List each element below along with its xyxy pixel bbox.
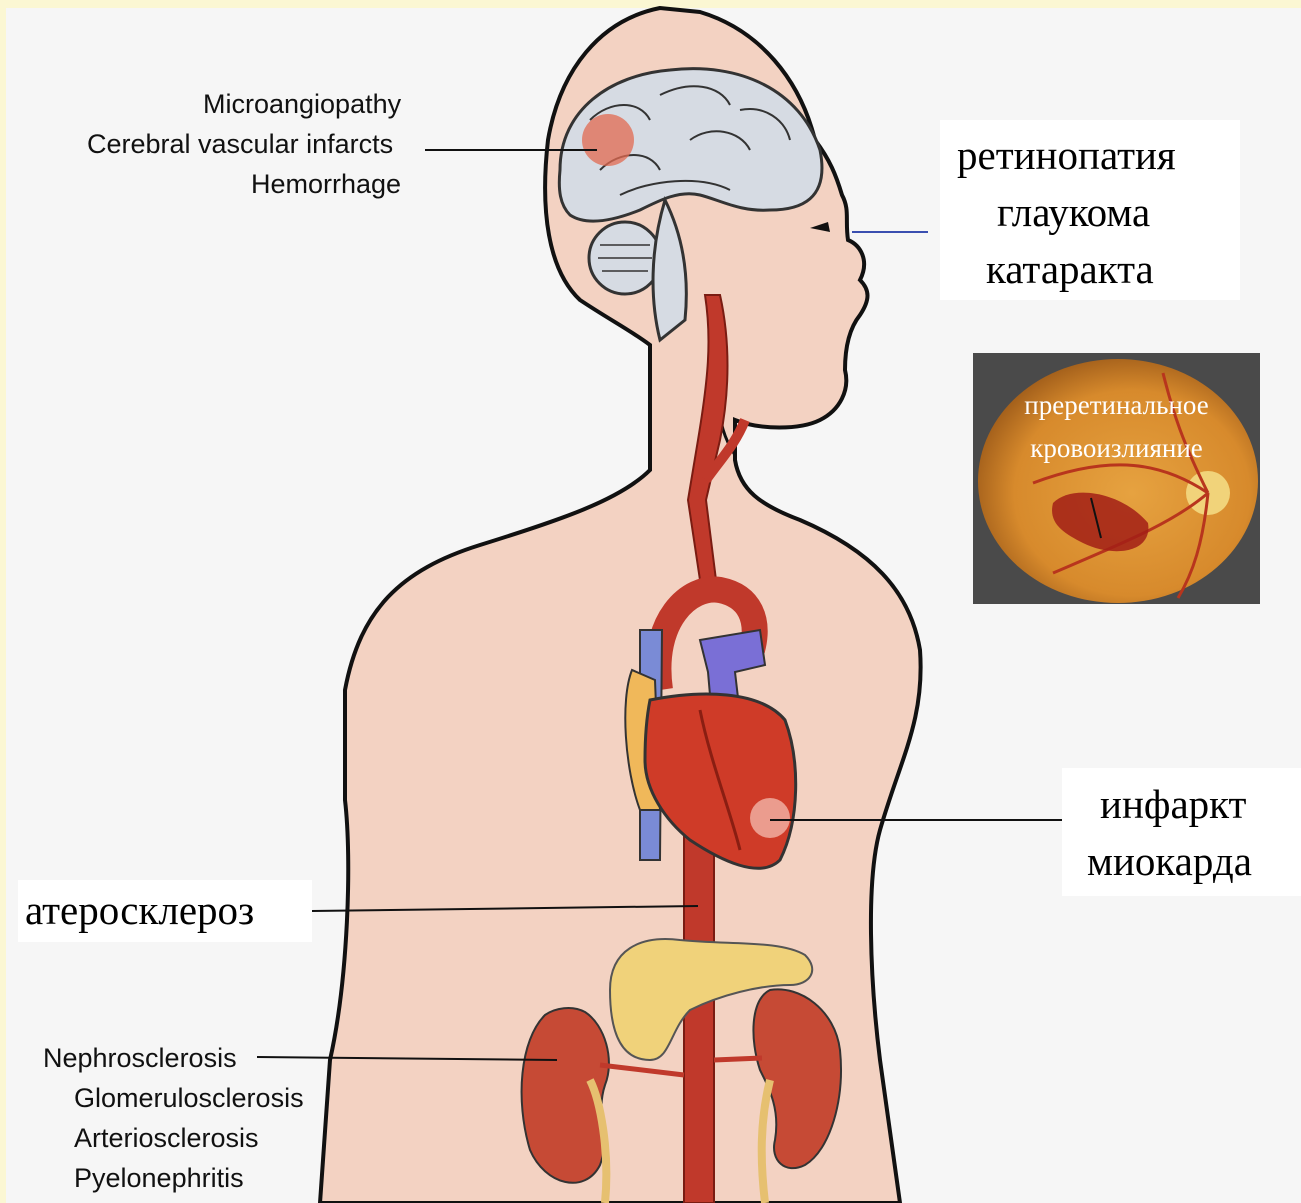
brain-label-microangiopathy: Microangiopathy: [203, 84, 401, 124]
fundus-caption-line2: кровоизлияние: [973, 429, 1260, 467]
heart-infarct: [750, 798, 790, 838]
brain-lesion: [582, 114, 634, 166]
fundus-photo: преретинальное кровоизлияние: [973, 353, 1260, 604]
kidney-label-arteriosclerosis: Arteriosclerosis: [74, 1118, 259, 1158]
kidney-label-pyelonephritis: Pyelonephritis: [74, 1158, 244, 1198]
brain-label-hemorrhage: Hemorrhage: [251, 164, 401, 204]
heart-label-infarct: инфаркт: [1100, 776, 1246, 833]
eye-label-cataract: катаракта: [986, 241, 1154, 298]
fundus-caption-line1: преретинальное: [973, 386, 1260, 424]
kidney-label-glomerulosclerosis: Glomerulosclerosis: [74, 1078, 304, 1118]
eye-label-glaucoma: глаукома: [997, 184, 1150, 241]
heart-label-myocardium: миокарда: [1087, 833, 1252, 890]
kidney-label-nephrosclerosis: Nephrosclerosis: [43, 1038, 237, 1078]
eye-label-retinopathy: ретинопатия: [957, 127, 1176, 184]
brain-label-cerebral-infarcts: Cerebral vascular infarcts: [87, 124, 393, 164]
aorta-label-atherosclerosis: атеросклероз: [25, 882, 254, 939]
